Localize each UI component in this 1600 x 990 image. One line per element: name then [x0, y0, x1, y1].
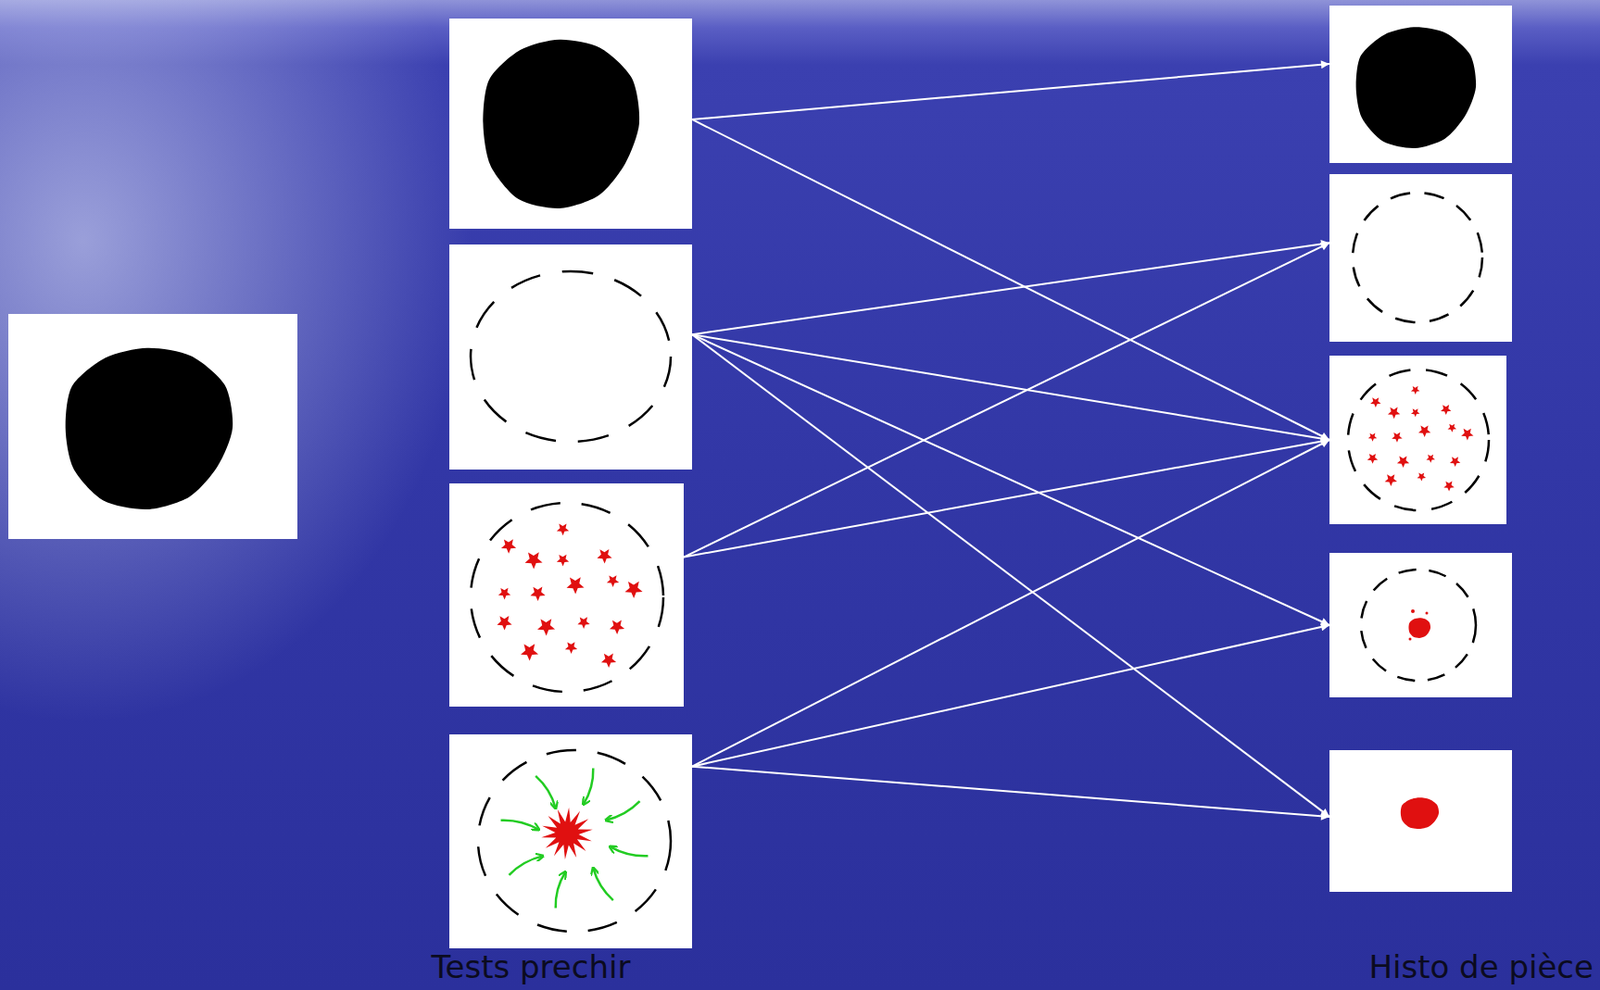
- arrow-connector: [692, 334, 1330, 626]
- column-caption: Histo de pièce: [1368, 950, 1594, 985]
- image-box: [449, 18, 693, 229]
- image-box: [449, 483, 684, 707]
- image-box: [1329, 355, 1507, 525]
- image-box: [1329, 5, 1512, 164]
- image-box: [8, 314, 298, 540]
- arrow-connector: [692, 119, 1330, 441]
- image-box: [1329, 553, 1512, 698]
- image-box: [1329, 750, 1512, 893]
- arrow-connector: [692, 625, 1330, 768]
- image-box: [449, 734, 693, 949]
- arrow-connector: [692, 63, 1330, 120]
- column-caption: Tests prechir: [431, 950, 631, 985]
- arrow-connector: [692, 334, 1330, 818]
- image-box: [449, 244, 693, 470]
- arrow-connector: [683, 242, 1330, 557]
- arrow-connector: [692, 440, 1330, 768]
- image-box: [1329, 174, 1512, 342]
- arrow-connector: [692, 334, 1330, 441]
- arrow-connector: [692, 767, 1330, 818]
- arrow-connector: [683, 440, 1330, 558]
